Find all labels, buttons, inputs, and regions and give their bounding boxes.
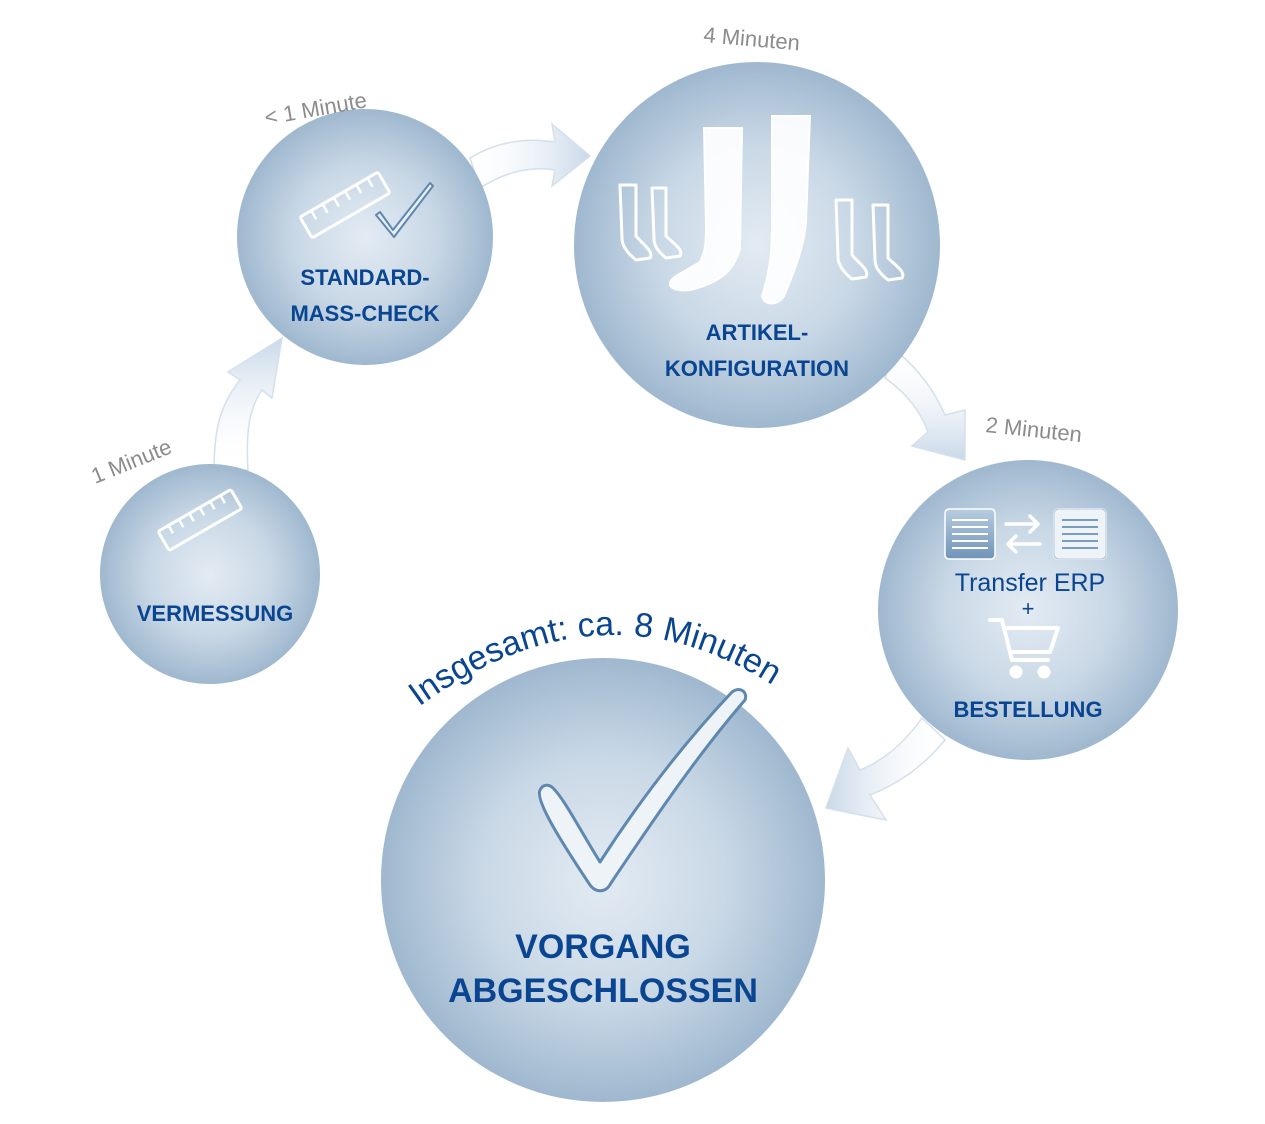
- abgeschlossen-label-line1: VORGANG: [515, 928, 691, 966]
- flow-arrow-1: [213, 336, 284, 471]
- sock-icon: [618, 183, 905, 282]
- konfiguration-label-line1: ARTIKEL-: [706, 320, 809, 345]
- document-icon: [944, 508, 996, 560]
- mass-check-label-line2: MASS-CHECK: [290, 301, 439, 326]
- checkmark-icon: [375, 182, 434, 238]
- document-icon: [1053, 508, 1107, 560]
- circle-vermessung: [100, 464, 320, 684]
- vermessung-label: VERMESSUNG: [137, 601, 293, 626]
- abgeschlossen-label-line2: ABGESCHLOSSEN: [448, 972, 758, 1010]
- transfer-erp-label: Transfer ERP: [955, 569, 1106, 597]
- flow-arrow-3: [884, 348, 966, 461]
- konfiguration-time-label: 4 Minuten: [703, 22, 801, 55]
- sock-icon: [668, 115, 812, 305]
- ruler-icon: [157, 488, 243, 552]
- bestellung-time-label: 2 Minuten: [984, 412, 1083, 447]
- flow-arrow-4: [824, 716, 947, 822]
- circle-konfiguration: [574, 62, 940, 428]
- circle-mass-check: [237, 109, 493, 365]
- konfiguration-label-line2: KONFIGURATION: [665, 356, 849, 381]
- shopping-cart-icon: [988, 618, 1060, 679]
- plus-label: +: [1022, 596, 1035, 621]
- flow-arrow-2: [469, 122, 592, 190]
- transfer-arrows-icon: [1004, 514, 1042, 554]
- checkmark-icon: [537, 688, 748, 893]
- ruler-icon: [299, 171, 391, 239]
- bestellung-label: BESTELLUNG: [953, 697, 1102, 722]
- mass-check-label-line1: STANDARD-: [300, 265, 429, 290]
